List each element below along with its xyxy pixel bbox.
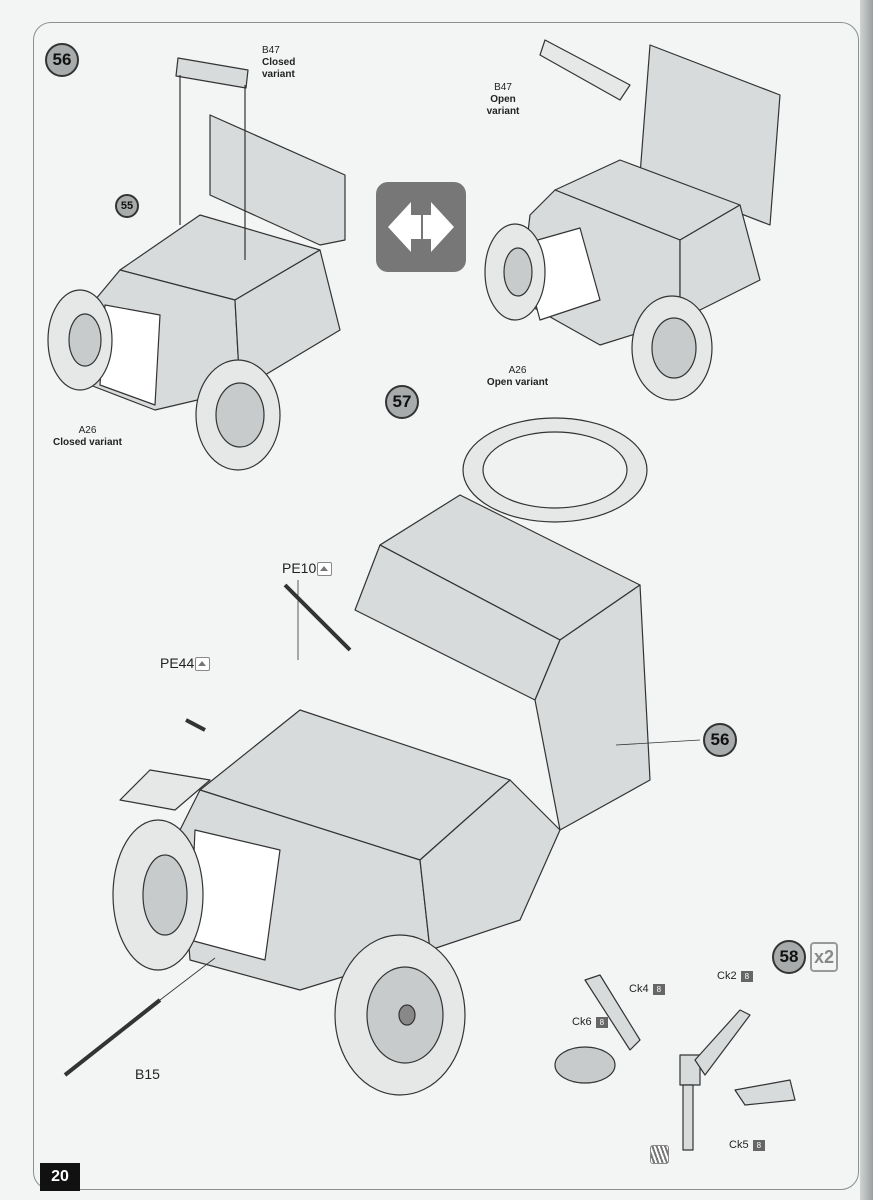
vehicle-closed-variant <box>47 57 346 471</box>
page-frame <box>33 22 859 1190</box>
callout-b15: B15 <box>135 1066 160 1082</box>
photo-etch-icon <box>195 657 211 672</box>
step-56-badge: 56 <box>45 43 79 77</box>
page-edge <box>860 0 873 1200</box>
quantity-multiplier: x2 <box>810 942 838 972</box>
vehicle-main-assembly <box>63 417 701 1096</box>
photo-etch-icon <box>317 562 333 577</box>
glue-icon <box>650 1145 669 1164</box>
page-number: 20 <box>40 1163 80 1191</box>
seat-subassembly <box>554 974 796 1151</box>
step-55-reference: 55 <box>115 194 139 218</box>
step-58-badge: 58 <box>772 940 806 974</box>
step-56-reference: 56 <box>703 723 737 757</box>
callout-pe10: PE10 <box>282 560 333 577</box>
double-arrow-icon <box>376 182 466 272</box>
vehicle-open-variant <box>484 39 781 401</box>
step-57-badge: 57 <box>385 385 419 419</box>
callout-pe44: PE44 <box>160 655 211 672</box>
